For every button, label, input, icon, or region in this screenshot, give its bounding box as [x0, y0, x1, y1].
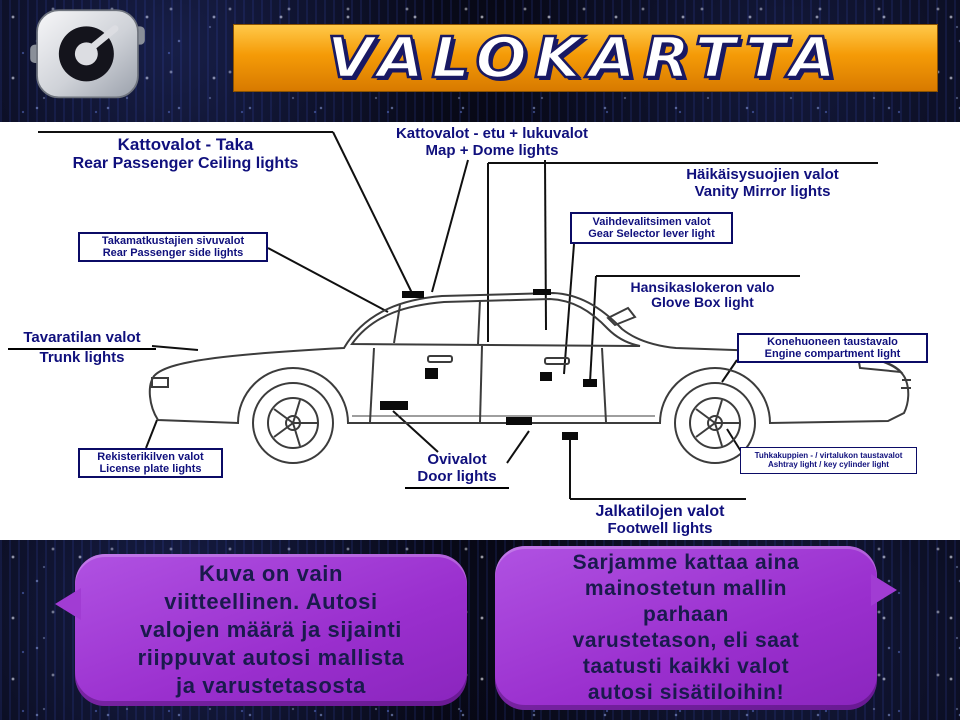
bubble-text-line: parhaan — [643, 603, 729, 626]
bubble-text-line: ja varustetasosta — [176, 673, 366, 698]
label-fi: Häikäisysuojien valot — [686, 166, 839, 183]
car-illustration — [38, 131, 911, 500]
label-fi: Ovivalot — [427, 451, 487, 468]
brand-logo-icon — [30, 9, 145, 99]
bubble-text-line: Sarjamme kattaa aina — [572, 551, 800, 574]
page-title: VALOKARTTA — [326, 24, 844, 92]
leader-lines — [38, 131, 878, 500]
label-trunk-lights: Tavaratilan valot Trunk lights — [8, 329, 156, 366]
label-en: Ashtray light / key cylinder light — [768, 459, 889, 469]
label-rear-passenger-side-lights: Takamatkustajien sivuvalot Rear Passenge… — [78, 232, 268, 262]
footer-band: Kuva on vain viitteellinen. Autosi valoj… — [0, 540, 960, 720]
label-en: Rear Passenger Ceiling lights — [72, 154, 299, 172]
label-rear-ceiling-lights: Kattovalot - Taka Rear Passenger Ceiling… — [38, 135, 333, 172]
bubble-text-line: riippuvat autosi mallista — [137, 645, 405, 670]
label-en: Footwell lights — [607, 519, 713, 537]
label-fi: Tuhkakuppien - / virtalukon taustavalot — [754, 450, 903, 460]
label-en: License plate lights — [99, 463, 202, 475]
bubble-text-line: varustetason, eli saat — [572, 629, 800, 652]
label-en: Engine compartment light — [764, 348, 901, 360]
bubble-text-line: viitteellinen. Autosi — [164, 589, 378, 614]
label-en: Trunk lights — [39, 348, 125, 366]
label-fi: Vaihdevalitsimen valot — [592, 215, 711, 228]
label-fi: Kattovalot - etu + lukuvalot — [395, 125, 589, 142]
label-glove-box-light: Hansikaslokeron valo Glove Box light — [600, 279, 805, 311]
label-fi: Konehuoneen taustavalo — [767, 335, 898, 348]
label-en: Vanity Mirror lights — [694, 182, 831, 200]
label-fi: Rekisterikilven valot — [97, 450, 204, 463]
brand-logo — [30, 8, 145, 102]
header-band: VALOKARTTA — [0, 0, 960, 122]
title-banner: VALOKARTTA — [233, 24, 938, 92]
label-footwell-lights: Jalkatilojen valot Footwell lights — [576, 503, 744, 537]
bubble-tail-right — [871, 574, 913, 606]
label-fi: Hansikaslokeron valo — [630, 279, 775, 295]
bubble-text-line: autosi sisätiloihin! — [587, 681, 785, 704]
label-en: Rear Passenger side lights — [102, 247, 244, 259]
label-vanity-mirror-lights: Häikäisysuojien valot Vanity Mirror ligh… — [645, 166, 880, 200]
label-fi: Takamatkustajien sivuvalot — [101, 234, 245, 247]
diagram-area: Kattovalot - Taka Rear Passenger Ceiling… — [0, 122, 960, 540]
label-gear-selector-light: Vaihdevalitsimen valot Gear Selector lev… — [570, 212, 733, 244]
coverage-bubble: Sarjamme kattaa aina mainostetun mallin … — [495, 546, 897, 710]
light-markers — [380, 289, 597, 440]
label-license-plate-lights: Rekisterikilven valot License plate ligh… — [78, 448, 223, 478]
label-ashtray-key-cylinder-lights: Tuhkakuppien - / virtalukon taustavalot … — [740, 447, 917, 474]
label-engine-compartment-light: Konehuoneen taustavalo Engine compartmen… — [737, 333, 928, 363]
car-outline — [148, 291, 911, 464]
label-fi: Kattovalot - Taka — [117, 135, 254, 154]
bubble-text-line: valojen määrä ja sijainti — [139, 617, 402, 642]
label-door-lights: Ovivalot Door lights — [405, 451, 509, 489]
label-en: Map + Dome lights — [425, 141, 559, 159]
label-fi: Jalkatilojen valot — [595, 503, 725, 520]
label-en: Glove Box light — [651, 294, 754, 311]
label-en: Gear Selector lever light — [588, 228, 715, 240]
bubble-text-line: taatusti kaikki valot — [582, 655, 790, 678]
label-fi: Tavaratilan valot — [8, 329, 156, 350]
label-en: Door lights — [417, 467, 497, 485]
label-map-dome-lights: Kattovalot - etu + lukuvalot Map + Dome … — [358, 125, 626, 159]
disclaimer-bubble: Kuva on vain viitteellinen. Autosi valoj… — [55, 554, 467, 706]
bubble-text-line: mainostetun mallin — [584, 577, 788, 600]
bubble-tail-left — [39, 588, 81, 620]
bubble-text-line: Kuva on vain — [198, 561, 344, 586]
